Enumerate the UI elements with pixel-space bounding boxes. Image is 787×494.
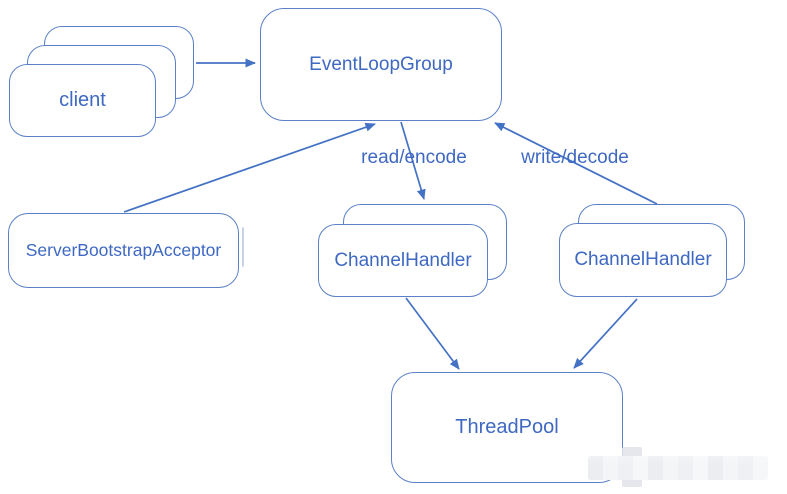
edge-label-read-encode: read/encode	[361, 147, 467, 168]
edge-channel-handler-right-to-thread-pool	[573, 298, 638, 369]
edge-server-bootstrap-acceptor-to-event-loop-group	[123, 122, 376, 213]
watermark-blur-strip	[588, 456, 768, 480]
channel-handler-left-node: ChannelHandler	[318, 224, 488, 297]
server-bootstrap-acceptor-label: ServerBootstrapAcceptor	[25, 240, 222, 260]
event-loop-group-node: EventLoopGroup	[260, 8, 502, 121]
channel-handler-right-label: ChannelHandler	[574, 249, 712, 270]
thread-pool-node: ThreadPool	[391, 372, 623, 483]
client-node: client	[9, 64, 156, 137]
server-bootstrap-acceptor-shadow-edge	[242, 227, 244, 267]
channel-handler-right-node: ChannelHandler	[559, 223, 727, 297]
client-node-label: client	[59, 89, 106, 111]
server-bootstrap-acceptor-node: ServerBootstrapAcceptor	[8, 213, 239, 288]
edge-channel-handler-left-to-thread-pool	[405, 297, 460, 370]
event-loop-group-label: EventLoopGroup	[309, 53, 453, 75]
channel-handler-left-label: ChannelHandler	[334, 249, 472, 271]
thread-pool-label: ThreadPool	[455, 416, 559, 438]
edge-label-write-decode: write/decode	[521, 147, 629, 168]
